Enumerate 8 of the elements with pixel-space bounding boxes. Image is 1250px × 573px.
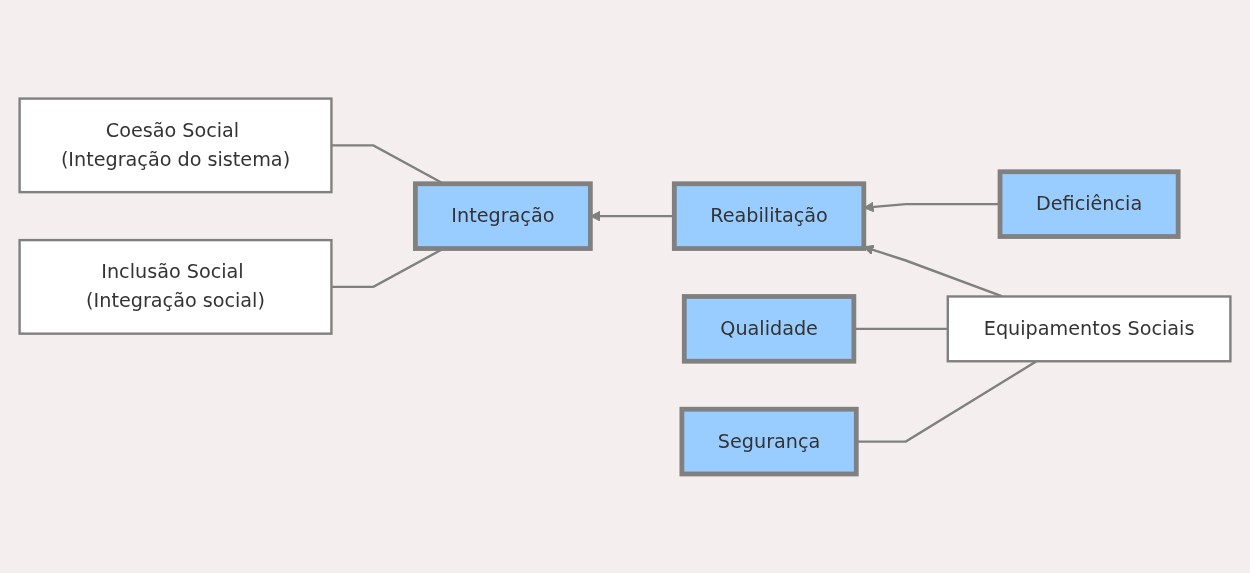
- node-box: Qualidade: [681, 294, 857, 364]
- node-box: Reabilitação: [671, 181, 867, 252]
- node-box: Deficiência: [997, 169, 1181, 240]
- node-box: Equipamentos Sociais: [946, 295, 1232, 363]
- node-box: Segurança: [679, 407, 859, 477]
- node-box: Coesão Social (Integração do sistema): [18, 97, 333, 194]
- node-box: Inclusão Social (Integração social): [18, 239, 333, 336]
- node-box: Integração: [413, 181, 593, 252]
